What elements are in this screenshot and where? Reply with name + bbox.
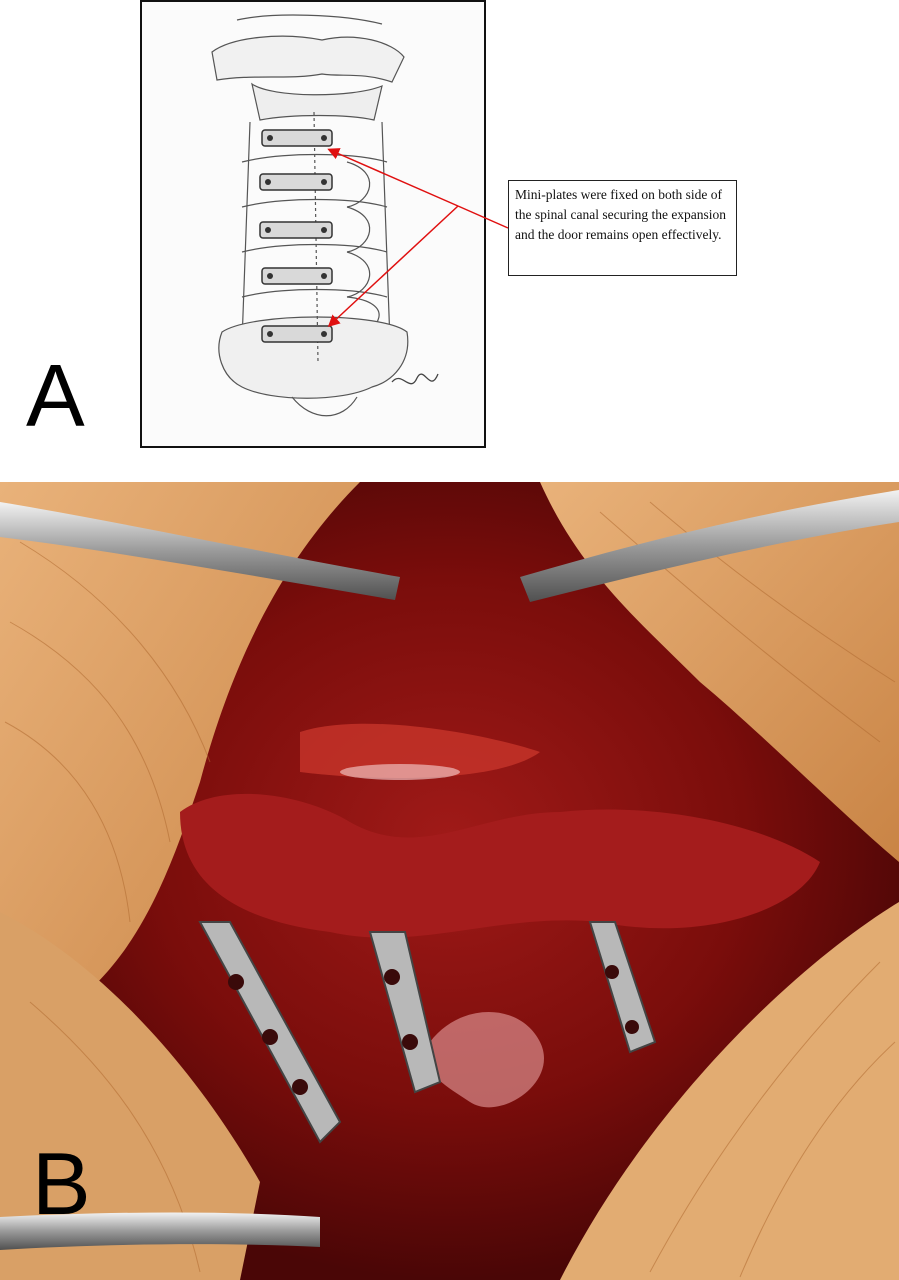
callout-text: Mini-plates were fixed on both side of t…: [508, 180, 737, 276]
spine-sketch: [211, 14, 439, 417]
panel-label-b: B: [32, 1134, 91, 1233]
surgical-photo: [0, 482, 899, 1280]
signature-mark: [391, 373, 439, 385]
panel-label-a: A: [26, 346, 85, 445]
spine-illustration: [140, 0, 486, 448]
mini-plates: [259, 129, 333, 343]
